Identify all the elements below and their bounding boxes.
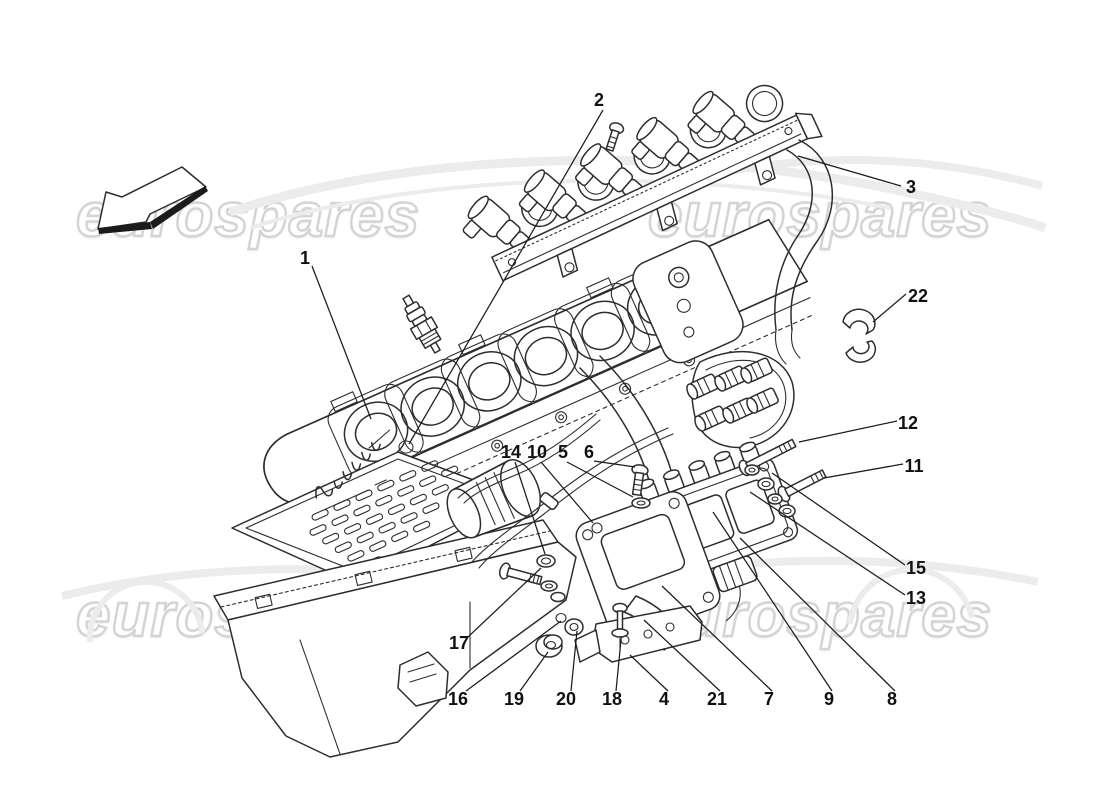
callout-9: 9 (823, 689, 835, 709)
washer-5 (631, 497, 651, 509)
washer-17b (550, 591, 566, 603)
callout-1: 1 (299, 248, 311, 268)
coil-rail-assembly (448, 61, 823, 282)
callout-17: 17 (448, 633, 470, 653)
spark-plug (402, 294, 442, 354)
airbox-vents (308, 441, 460, 604)
airbox-lower-shell (227, 541, 577, 758)
callout-3: 3 (905, 177, 917, 197)
callout-4: 4 (658, 689, 670, 709)
callout-21: 21 (706, 689, 728, 709)
callout-7: 7 (763, 689, 775, 709)
washer-17a (540, 580, 558, 592)
bolt-hole-2-target (398, 440, 414, 454)
nut-14 (536, 554, 556, 568)
callout-16: 16 (447, 689, 469, 709)
harness-clamp (842, 308, 877, 363)
callout-19: 19 (503, 689, 525, 709)
bolt-16 (498, 562, 543, 586)
callout-10: 10 (526, 442, 548, 462)
harness-conduit (774, 139, 834, 365)
bolt-and-washer-5-6 (631, 464, 649, 497)
callout-12: 12 (897, 413, 919, 433)
callout-6: 6 (583, 442, 595, 462)
callout-14: 14 (500, 442, 522, 462)
timing-cover-plate (632, 240, 744, 364)
callout-13: 13 (905, 588, 927, 608)
bushing-19 (535, 634, 563, 658)
airbox-foot-bracket (397, 651, 449, 707)
callout-18: 18 (601, 689, 623, 709)
callout-22: 22 (907, 286, 929, 306)
leader-lines (311, 109, 907, 692)
harness-connectors (686, 350, 795, 449)
air-intake-box (213, 441, 577, 758)
callout-20: 20 (555, 689, 577, 709)
hoses (457, 413, 674, 569)
callout-5: 5 (557, 442, 569, 462)
callout-15: 15 (905, 558, 927, 578)
direction-arrow-icon (97, 166, 208, 234)
intake-duct (446, 459, 542, 539)
callout-2: 2 (593, 90, 605, 110)
watermark-top-right: eurospares (647, 180, 993, 252)
screw-18 (611, 602, 629, 649)
bolt-2 (605, 122, 625, 152)
bracket-stud-10 (591, 522, 603, 534)
callout-8: 8 (886, 689, 898, 709)
ring-20 (555, 612, 584, 636)
ferrari-script (315, 441, 387, 511)
callout-11: 11 (904, 456, 924, 476)
